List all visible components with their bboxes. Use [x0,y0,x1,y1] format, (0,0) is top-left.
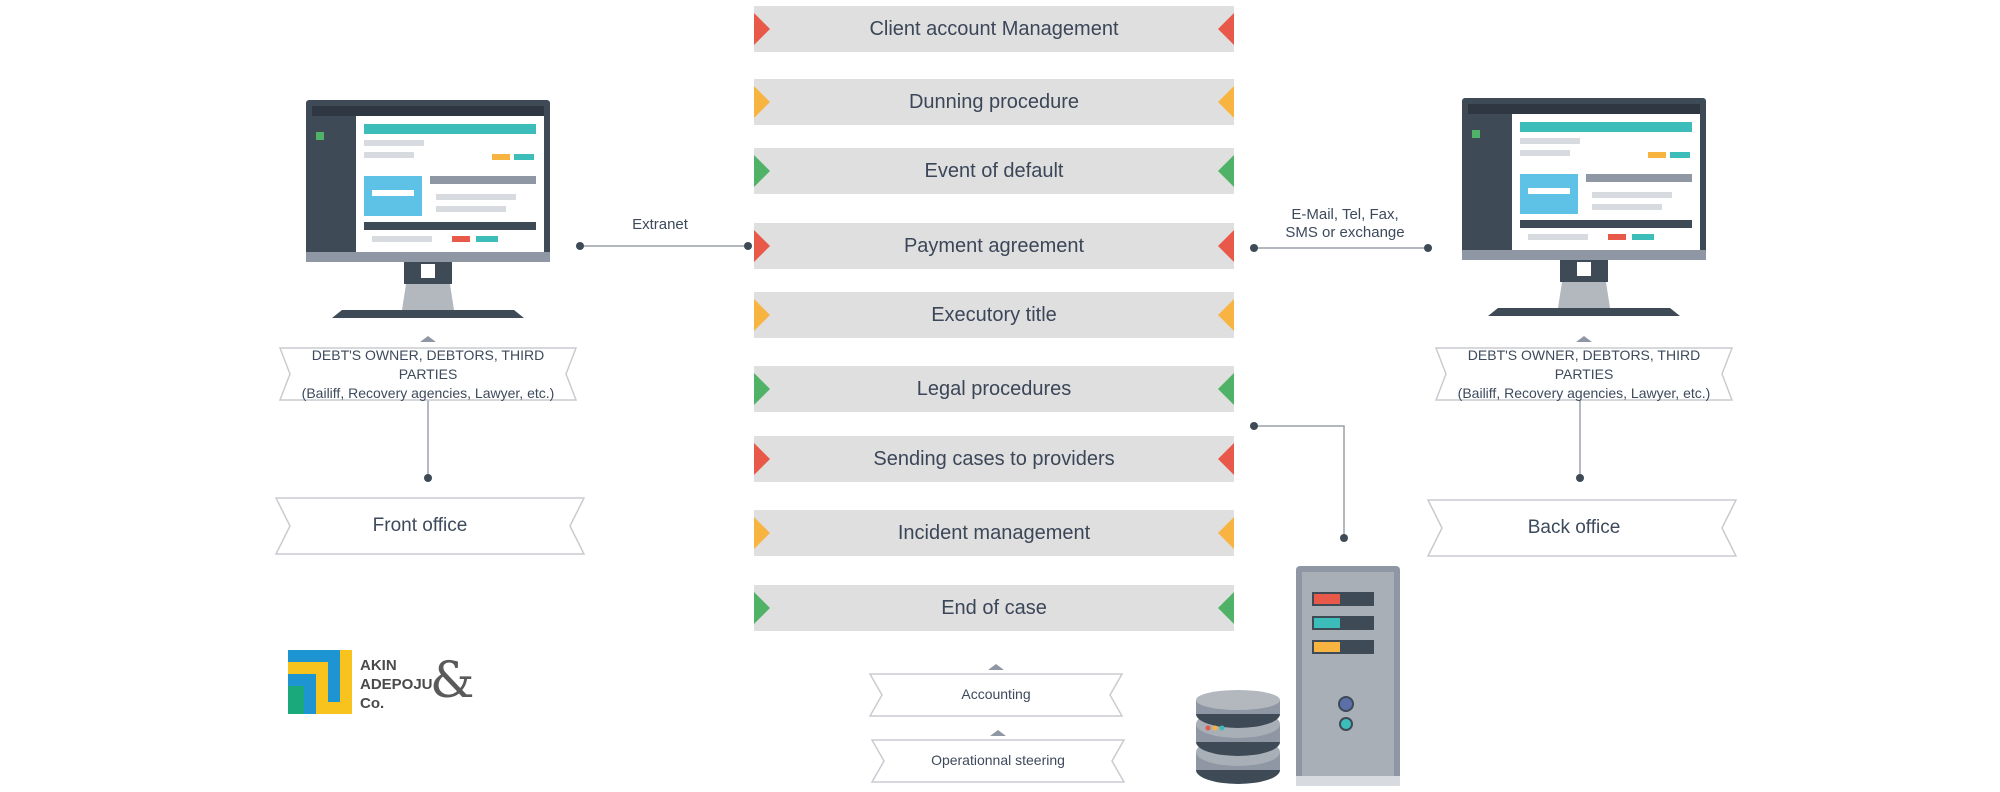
accounting-label: Accounting [961,686,1031,702]
process-step: Payment agreement [754,223,1234,269]
left-triangle-icon [754,299,770,331]
connector-dot [1340,534,1348,542]
process-step-label: Executory title [931,303,1057,326]
right-stakeholders-line2: (Bailiff, Recovery agencies, Lawyer, etc… [1457,384,1711,401]
left-triangle-icon [754,373,770,405]
left-triangle-icon [754,592,770,624]
back-office-label: Back office [1527,517,1621,538]
process-step: Incident management [754,510,1234,556]
process-step-label: Incident management [897,521,1091,544]
left-triangle-icon [754,13,770,45]
connector-dot [424,474,432,482]
process-step: Sending cases to providers [754,436,1234,482]
process-step-label: Client account Management [869,17,1119,40]
left-stakeholders-box [278,336,578,401]
left-triangle-icon [754,517,770,549]
process-step: Dunning procedure [754,79,1234,125]
right-triangle-icon [1218,86,1234,118]
right-triangle-icon [1218,373,1234,405]
process-step-label: Sending cases to providers [873,447,1115,470]
process-step-label: Dunning procedure [908,90,1080,113]
logo-text: AKIN ADEPOJU Co. [360,656,433,713]
extranet-label: Extranet [632,216,688,233]
email-label: E-Mail, Tel, Fax, SMS or exchange [1270,206,1420,242]
connector-dot [1250,244,1258,252]
process-step-label: Event of default [924,159,1064,182]
process-step-label: End of case [941,596,1047,619]
monitor-icon [306,100,550,318]
steering-label: Operationnal steering [931,752,1065,768]
logo-line3: Co. [360,695,385,712]
left-stakeholders-line1: DEBT'S OWNER, DEBTORS, THIRD PARTIES [311,346,545,382]
email-label-line2: SMS or exchange [1285,224,1405,241]
process-step: Legal procedures [754,366,1234,412]
email-label-line1: E-Mail, Tel, Fax, [1291,206,1399,223]
right-stakeholders-text: DEBT'S OWNER, DEBTORS, THIRD PARTIES (Ba… [1446,347,1722,401]
right-triangle-icon [1218,443,1234,475]
front-office-label: Front office [372,515,468,536]
connector-dot [1250,422,1258,430]
left-stakeholders-line2: (Bailiff, Recovery agencies, Lawyer, etc… [301,384,555,401]
server-tower-icon [1296,566,1400,786]
process-step: Executory title [754,292,1234,338]
steering-box [870,730,1126,783]
accounting-box [868,664,1124,717]
left-triangle-icon [754,86,770,118]
front-office-box [274,497,586,555]
left-stakeholders-text: DEBT'S OWNER, DEBTORS, THIRD PARTIES (Ba… [290,347,566,401]
process-step: Event of default [754,148,1234,194]
right-triangle-icon [1218,13,1234,45]
logo-icon [288,650,352,714]
logo-ampersand: & [430,651,475,709]
right-triangle-icon [1218,230,1234,262]
process-step-label: Legal procedures [916,377,1072,400]
right-stakeholders-box [1434,336,1734,401]
right-triangle-icon [1218,299,1234,331]
right-triangle-icon [1218,155,1234,187]
connector-dot [1576,474,1584,482]
process-step-label: Payment agreement [903,234,1085,257]
left-triangle-icon [754,155,770,187]
process-step: Client account Management [754,6,1234,52]
left-triangle-icon [754,230,770,262]
legal-server-line [1254,425,1345,538]
left-triangle-icon [754,443,770,475]
database-icon [1196,690,1280,784]
logo-line2: ADEPOJU [360,676,433,693]
right-triangle-icon [1218,517,1234,549]
process-step: End of case [754,585,1234,631]
connector-dot [1424,244,1432,252]
right-triangle-icon [1218,592,1234,624]
logo-line1: AKIN [360,657,397,674]
connector-dot [576,242,584,250]
connector-dot [744,242,752,250]
back-office-box [1426,499,1738,557]
monitor-icon [1462,98,1706,316]
right-stakeholders-line1: DEBT'S OWNER, DEBTORS, THIRD PARTIES [1467,346,1701,382]
